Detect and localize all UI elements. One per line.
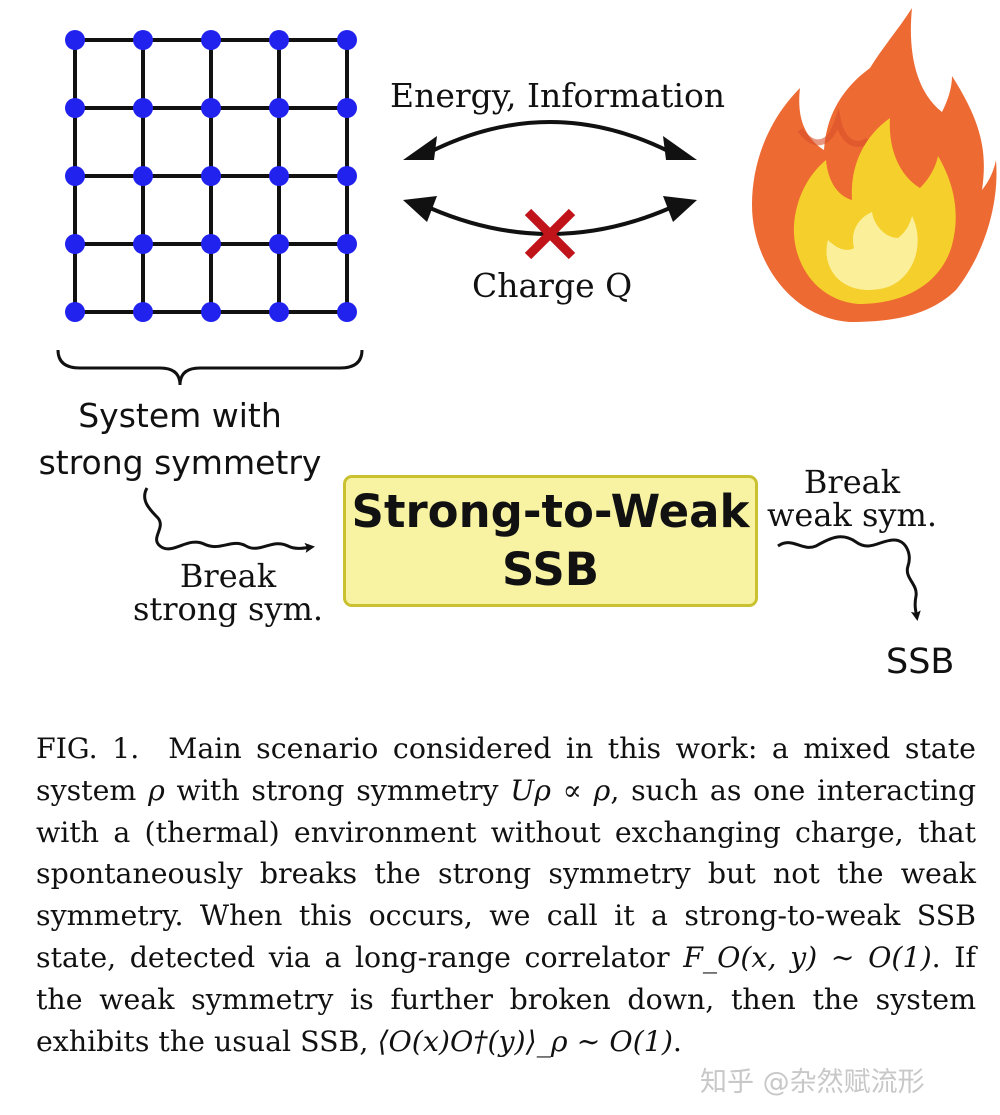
brace <box>56 349 364 386</box>
break-weak-arrow <box>777 535 921 621</box>
label-break-weak: Break weak sym. <box>762 466 942 532</box>
lattice-node <box>337 98 357 118</box>
caption-math-strong-symmetry: Uρ ∝ ρ <box>510 773 611 807</box>
caption-math-final: ⟨O(x)O†(y)⟩_ρ ∼ O(1) <box>377 1024 673 1058</box>
label-system-line1: System with <box>78 396 282 435</box>
box-title-line2: SSB <box>501 543 600 596</box>
label-energy-information: Energy, Information <box>390 76 726 115</box>
lattice-node <box>65 166 85 186</box>
lattice-node <box>201 98 221 118</box>
label-ssb: SSB <box>886 642 955 682</box>
lattice-node <box>269 234 289 254</box>
label-break-strong: Break strong sym. <box>128 560 328 626</box>
lattice-node <box>269 30 289 50</box>
caption-text-5: . <box>672 1024 682 1058</box>
lattice-node <box>201 30 221 50</box>
figure-caption: FIG. 1. Main scenario considered in this… <box>36 728 976 1062</box>
caption-math-rho: ρ <box>148 773 165 807</box>
lattice-node <box>269 98 289 118</box>
caption-text-1: Main scenario considered in this work: a… <box>36 732 976 807</box>
label-break-strong-line1: Break <box>179 557 277 595</box>
lattice-node <box>133 30 153 50</box>
lattice-node <box>133 234 153 254</box>
lattice-node <box>337 234 357 254</box>
caption-text-3: , such as one interacting with a (therma… <box>36 773 977 974</box>
lattice-node <box>201 234 221 254</box>
lattice-node <box>269 166 289 186</box>
figure-diagram <box>56 8 997 621</box>
lattice-node <box>269 302 289 322</box>
caption-fig-label: FIG. 1. <box>36 732 140 765</box>
caption-text-2: with strong symmetry <box>176 773 499 807</box>
lattice-node <box>201 166 221 186</box>
fire-icon <box>752 8 997 322</box>
label-break-strong-line2: strong sym. <box>132 590 324 628</box>
watermark: 知乎 @杂然赋流形 <box>700 1067 925 1098</box>
box-title-line1: Strong-to-Weak <box>351 485 750 538</box>
label-system-line2: strong symmetry <box>38 443 322 482</box>
lattice-node <box>133 166 153 186</box>
lattice-node <box>337 166 357 186</box>
lattice-node <box>337 30 357 50</box>
lattice-node <box>65 234 85 254</box>
lattice-node <box>65 30 85 50</box>
lattice-node <box>133 302 153 322</box>
strong-to-weak-ssb-box: Strong-to-Weak SSB <box>343 475 758 607</box>
energy-information-arrow <box>403 120 697 160</box>
lattice-node <box>65 302 85 322</box>
caption-math-correlator: F_O(x, y) ∼ O(1) <box>683 940 932 974</box>
caption-text-4: . If the weak symmetry is further broken… <box>36 940 977 1058</box>
lattice-node <box>133 98 153 118</box>
label-break-weak-line1: Break <box>803 463 901 501</box>
lattice-node <box>201 302 221 322</box>
lattice-node <box>337 302 357 322</box>
break-strong-arrow <box>143 487 315 553</box>
label-charge: Charge Q <box>472 266 633 305</box>
label-system-strong-symmetry: System with strong symmetry <box>30 392 330 486</box>
lattice-grid <box>65 30 357 322</box>
blocked-cross-icon <box>524 208 576 260</box>
label-break-weak-line2: weak sym. <box>767 496 937 534</box>
lattice-node <box>65 98 85 118</box>
